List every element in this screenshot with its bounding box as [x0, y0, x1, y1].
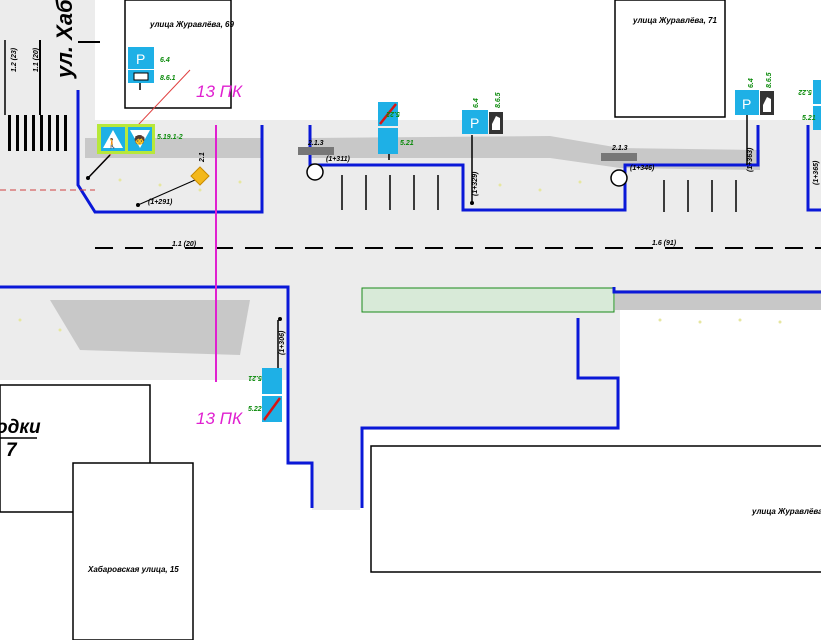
- building-71: [614, 0, 726, 118]
- building-71-label: улица Журавлёва, 71: [632, 16, 717, 25]
- sign-code-865a: 8.6.5: [495, 92, 502, 108]
- island-hatch-1: [298, 147, 334, 181]
- chainage-311: (1+311): [326, 156, 350, 163]
- island-hatch-2: [601, 153, 637, 187]
- sign-code-64b: 6.4: [473, 98, 480, 108]
- sign-code-64a: 6.4: [160, 57, 170, 64]
- sign-plate-861-icon: [133, 72, 149, 81]
- sign-plate-865b-icon: [763, 97, 771, 112]
- sign-code-861: 8.6.1: [160, 75, 176, 82]
- roadway-area: [0, 200, 821, 290]
- side-street-area: [0, 0, 95, 200]
- cross-road-area: [288, 288, 620, 510]
- sign-code-5191: 5.19.1-2: [157, 134, 183, 141]
- curb-lines: [0, 90, 821, 508]
- sign-code-21: 2.1: [199, 152, 206, 163]
- crosswalk-mark-a: 1.2 (23): [11, 47, 18, 72]
- picket-label-top: 13 ПК: [196, 82, 243, 101]
- sign-code-64c: 6.4: [748, 78, 755, 88]
- lower-right-paving: [615, 290, 821, 310]
- chainage-291-leader: [137, 179, 196, 206]
- building-15-label: Хабаровская улица, 15: [87, 565, 179, 574]
- sign-code-521c: 5.21: [802, 115, 816, 122]
- crosswalk-mark-b: 1.1 (20): [33, 47, 40, 72]
- parking-stall-lines: [341, 175, 737, 212]
- street-label: ул. Хабар: [52, 0, 77, 79]
- warning-diamond-sign: [190, 166, 210, 186]
- sign-parking-a: [128, 47, 154, 69]
- sign-code-522b: 5.22: [248, 406, 262, 413]
- building-left-number: 7: [6, 440, 18, 461]
- sign-521-b: [262, 368, 282, 394]
- marking-center-right: 1.6 (91): [652, 240, 677, 247]
- sign-522-c: [813, 80, 821, 104]
- building-right-label: улица Журавлёва: [751, 507, 821, 516]
- chainage-306: (1+306): [279, 330, 286, 355]
- lawn-dots: [18, 178, 782, 332]
- sign-522-b-slash: [262, 397, 282, 421]
- marking-213-b: 2.1.3: [611, 145, 628, 152]
- chainage-365: (1+365): [813, 160, 820, 185]
- sign-521-a: [378, 128, 398, 154]
- parking-bay-area: [95, 120, 821, 200]
- sign-522-a-slash: [379, 103, 397, 125]
- sign-code-521b: 5.21: [248, 374, 262, 381]
- marking-center-left: 1.1 (20): [172, 241, 197, 248]
- sign-code-522a: 5.22: [386, 110, 400, 117]
- crossing-sign-right-icon: 🧒: [134, 134, 146, 145]
- building-69-label: улица Журавлёва, 69: [149, 20, 234, 29]
- crossing-sign-left-triangle: [103, 130, 123, 148]
- building-right: [370, 445, 821, 573]
- sign-plate-865a-icon: [492, 116, 500, 130]
- sign-parking-a-glyph: P: [136, 51, 145, 67]
- upper-sidewalk-paving-2: [310, 136, 760, 170]
- sign-post-dots: [86, 176, 474, 321]
- chainage-363: (1+363): [747, 147, 754, 172]
- chainage-329: (1+329): [472, 171, 479, 196]
- chainage-291: (1+291): [148, 199, 173, 206]
- chainage-346: (1+346): [630, 165, 655, 172]
- building-left-name: одки: [0, 417, 41, 438]
- lower-sidewalk-paving: [50, 300, 250, 355]
- sign-parking-b: [462, 110, 488, 134]
- sign-parking-b-glyph: P: [470, 115, 479, 131]
- picket-label-bottom: 13 ПК: [196, 409, 243, 428]
- crossing-sign-left-icon: 🚶: [106, 137, 118, 150]
- sign-code-522c: 5.22: [798, 88, 812, 95]
- green-strip: [361, 287, 615, 313]
- sign-521-c: [813, 106, 821, 130]
- marking-213-a: 2.1.3: [307, 140, 324, 147]
- sign-code-865b: 8.6.5: [766, 72, 773, 88]
- sign-code-521a: 5.21: [400, 140, 414, 147]
- sign-parking-c: [735, 90, 759, 115]
- crossing-sign-right-triangle: [130, 130, 150, 148]
- building-15: [72, 462, 194, 640]
- crosswalk-zebra: [8, 115, 67, 151]
- sign-parking-c-glyph: P: [742, 96, 751, 112]
